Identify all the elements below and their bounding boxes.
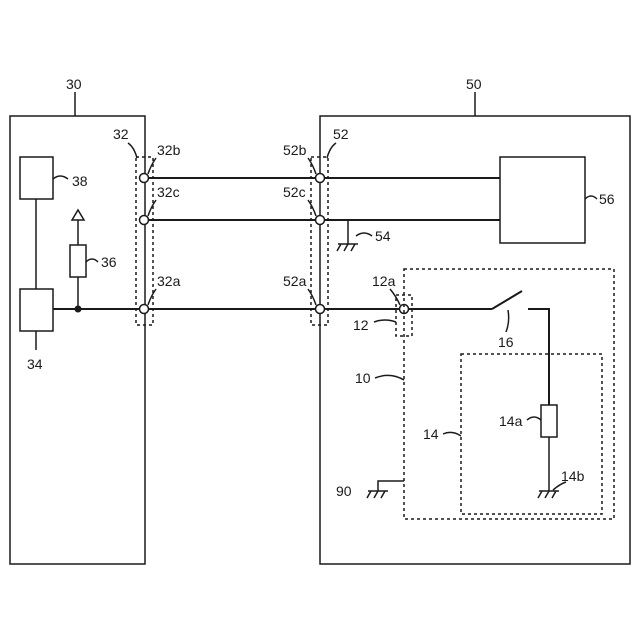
- ground-54-label: 54: [375, 228, 391, 244]
- resistor-14a: [541, 405, 557, 437]
- connector-12-leader: [374, 320, 396, 322]
- ground-54-leader: [356, 233, 372, 236]
- connector-52-label: 52: [333, 126, 349, 142]
- term-32a-label: 32a: [157, 273, 181, 289]
- connector-32-label: 32: [113, 126, 129, 142]
- module-14-leader: [443, 432, 461, 436]
- term-32b-leader: [148, 158, 156, 174]
- term-12a-leader: [390, 289, 400, 305]
- module-10-label: 10: [355, 370, 371, 386]
- block-38-label: 38: [72, 173, 88, 189]
- block-34: [20, 289, 53, 331]
- ground-90-symbol: [367, 491, 388, 498]
- term-32b-label: 32b: [157, 142, 181, 158]
- ground-14b-symbol: [538, 491, 559, 498]
- ground-90-label: 90: [336, 483, 352, 499]
- switch-16-out: [528, 309, 549, 405]
- term-52a-label: 52a: [283, 273, 307, 289]
- device-30-label: 30: [66, 76, 82, 92]
- terminal-32c: [140, 216, 149, 225]
- terminal-32a: [140, 305, 149, 314]
- device-50-label: 50: [466, 76, 482, 92]
- switch-16: [492, 291, 522, 309]
- term-32c-leader: [148, 200, 156, 216]
- term-52b-label: 52b: [283, 142, 307, 158]
- block-34-label: 34: [27, 356, 43, 372]
- ground-90-wire: [378, 481, 404, 491]
- resistor-14a-leader: [527, 417, 541, 420]
- term-12a-label: 12a: [372, 273, 396, 289]
- connector-52-leader: [327, 143, 336, 158]
- block-56: [500, 157, 585, 243]
- block-56-leader: [585, 196, 597, 199]
- module-14-box: [461, 354, 602, 514]
- switch-16-leader: [506, 310, 509, 332]
- connector-32-leader: [128, 143, 137, 158]
- term-52c-label: 52c: [283, 184, 306, 200]
- module-10-leader: [375, 375, 404, 380]
- supply-arrow: [72, 210, 84, 220]
- terminal-52c: [316, 216, 325, 225]
- ground-14b-label: 14b: [561, 468, 585, 484]
- block-56-label: 56: [599, 191, 615, 207]
- term-52a-leader: [308, 289, 316, 305]
- connector-12-label: 12: [353, 317, 369, 333]
- resistor-14a-label: 14a: [499, 413, 523, 429]
- resistor-36-leader: [86, 259, 98, 262]
- terminal-52a: [316, 305, 325, 314]
- terminal-52b: [316, 174, 325, 183]
- resistor-36: [70, 245, 86, 277]
- term-52c-leader: [308, 200, 316, 216]
- module-14-label: 14: [423, 426, 439, 442]
- term-32c-label: 32c: [157, 184, 180, 200]
- ground-54-symbol: [337, 244, 358, 251]
- term-52b-leader: [308, 158, 316, 174]
- block-38: [20, 157, 53, 199]
- switch-16-label: 16: [498, 334, 514, 350]
- block-38-leader: [53, 176, 68, 179]
- term-32a-leader: [148, 289, 156, 305]
- terminal-32b: [140, 174, 149, 183]
- resistor-36-label: 36: [101, 254, 117, 270]
